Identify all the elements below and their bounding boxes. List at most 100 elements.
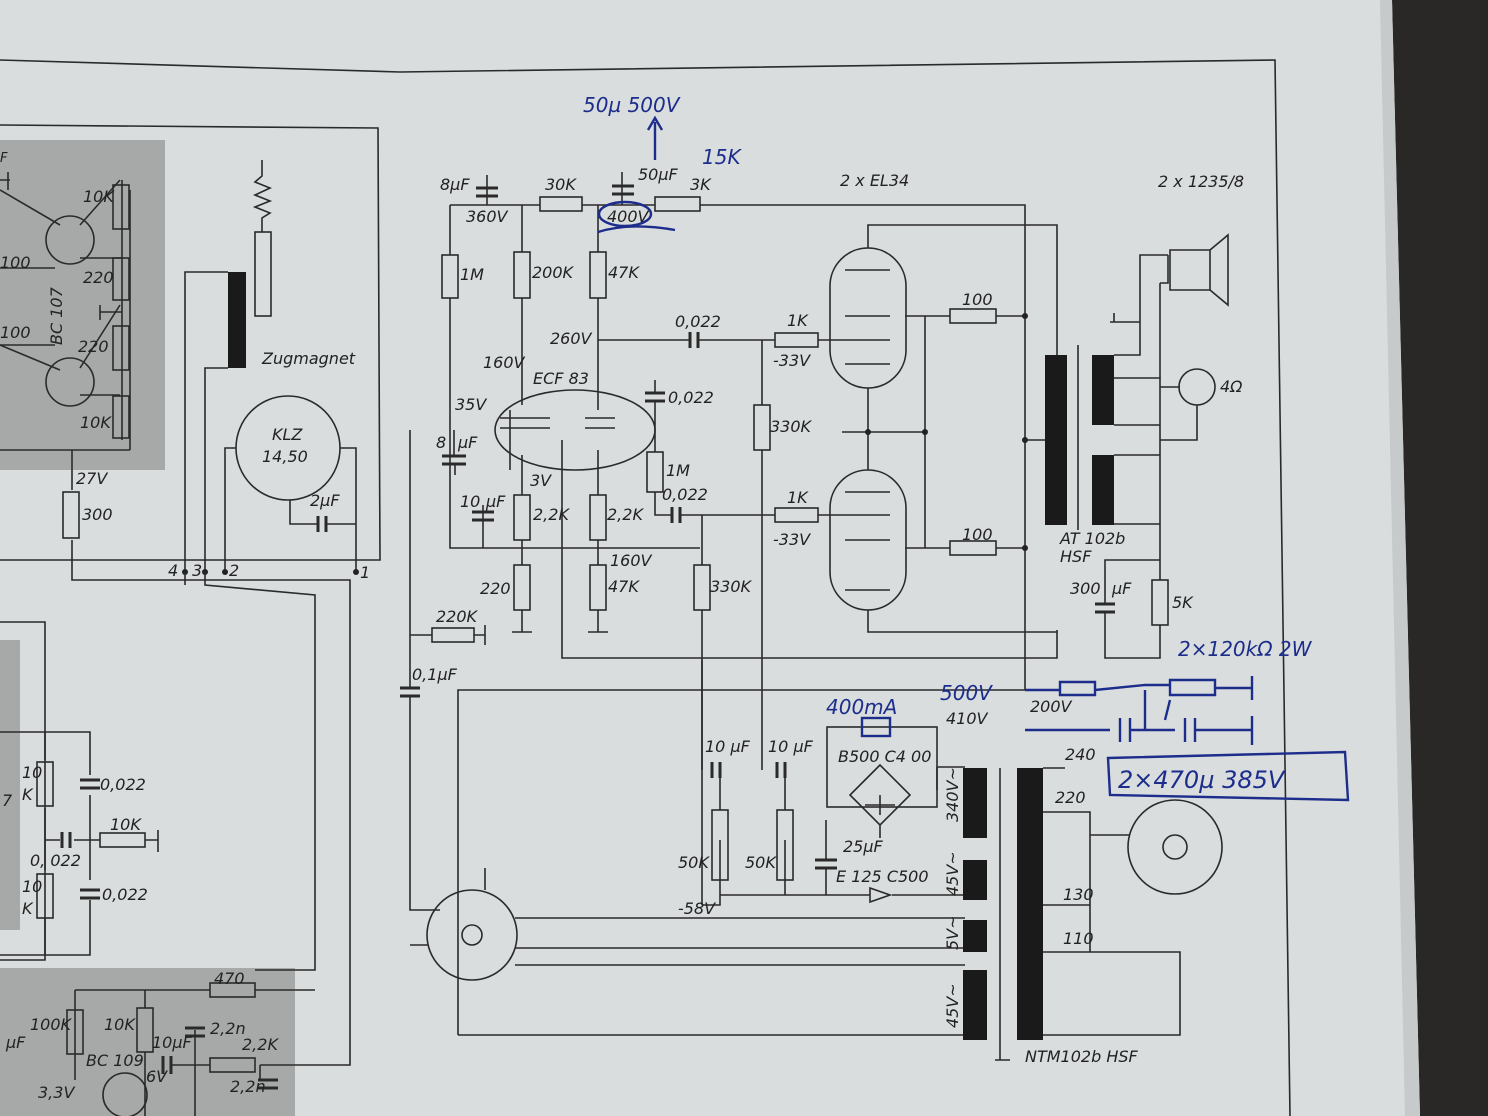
paper bbox=[0, 0, 1420, 1116]
label-l-6v: 6V bbox=[146, 1067, 168, 1086]
label-v-m33-a: -33V bbox=[773, 351, 811, 370]
label-r100-1: 100 bbox=[0, 253, 31, 272]
label-r330k-a: 330K bbox=[770, 417, 813, 436]
label-r1m-a: 1M bbox=[460, 265, 484, 284]
label-tap110: 110 bbox=[1063, 929, 1094, 948]
label-c300: 300 bbox=[1070, 579, 1101, 598]
label-r1m-b: 1M bbox=[666, 461, 690, 480]
ink-modifications bbox=[597, 115, 1350, 802]
label-c0022-c: 0,022 bbox=[662, 485, 708, 504]
label-r10k-1: 10K bbox=[83, 187, 115, 206]
label-l-7: 7 bbox=[2, 791, 13, 810]
label-r1k-a: 1K bbox=[787, 311, 809, 330]
label-l-r10-2: 10 bbox=[22, 877, 42, 896]
label-l-33v: 3,3V bbox=[38, 1083, 75, 1102]
label-tap130: 130 bbox=[1063, 885, 1094, 904]
label-c8uf-top: 8µF bbox=[440, 175, 470, 194]
label-r200k: 200K bbox=[532, 263, 575, 282]
label-v160-a: 160V bbox=[483, 353, 526, 372]
label-tap220: 220 bbox=[1055, 788, 1086, 807]
label-tap240: 240 bbox=[1065, 745, 1096, 764]
label-c8uf-b: 8 bbox=[436, 433, 446, 452]
label-r47k-b: 47K bbox=[608, 577, 640, 596]
label-p50k-a: 50K bbox=[678, 853, 710, 872]
ink-cap-mod: 50µ 500V bbox=[583, 93, 681, 117]
label-c10uf-a2: µF bbox=[485, 492, 506, 511]
label-2xel34: 2 x EL34 bbox=[840, 171, 909, 190]
label-l-r10k-b: 10K bbox=[110, 815, 142, 834]
gray-panel-top bbox=[0, 140, 165, 470]
label-l-2k2: 2,2K bbox=[242, 1035, 279, 1054]
label-v-m33-b: -33V bbox=[773, 530, 811, 549]
label-c01uf: 0,1µF bbox=[412, 665, 458, 684]
label-klz: KLZ bbox=[272, 425, 303, 444]
label-r30k: 30K bbox=[545, 175, 577, 194]
label-r100-b: 100 bbox=[962, 525, 993, 544]
ink-500v: 500V bbox=[940, 681, 993, 705]
label-l-c0022-2: 0, 022 bbox=[30, 851, 81, 870]
label-r100-a: 100 bbox=[962, 290, 993, 309]
label-r300: 300 bbox=[82, 505, 113, 524]
ink-410v: 410V bbox=[946, 709, 989, 728]
output-stage bbox=[829, 224, 1058, 633]
label-r220: 220 bbox=[480, 579, 511, 598]
label-b500: B500 C4 00 bbox=[838, 747, 931, 766]
label-27v: 27V bbox=[76, 469, 108, 488]
bc107-section bbox=[0, 172, 131, 451]
tone-network bbox=[0, 731, 159, 956]
label-bc107: BC 107 bbox=[47, 286, 66, 345]
label-v45b: 45V~ bbox=[943, 983, 962, 1028]
label-klz-val: 14,50 bbox=[262, 447, 308, 466]
ink-r-mod: 15K bbox=[702, 145, 742, 169]
label-r2k2-a: 2,2K bbox=[533, 505, 570, 524]
label-t2: 2 bbox=[229, 561, 239, 580]
label-v160-b: 160V bbox=[610, 551, 653, 570]
label-r47k-a: 47K bbox=[608, 263, 640, 282]
label-f: F bbox=[0, 151, 8, 166]
label-l-10uf: 10µF bbox=[152, 1033, 193, 1052]
label-v260: 260V bbox=[550, 329, 593, 348]
label-v340: 340V~ bbox=[943, 767, 962, 822]
label-c50uf: 50µF bbox=[638, 165, 679, 184]
label-v5: 5V~ bbox=[943, 915, 962, 950]
label-v-m58: -58V bbox=[678, 899, 716, 918]
label-ecf83: ECF 83 bbox=[533, 369, 589, 388]
preamp-wiring bbox=[400, 172, 1058, 911]
label-v400: 400V bbox=[607, 207, 650, 226]
ink-res-mod: 2×120kΩ 2W bbox=[1178, 637, 1313, 661]
label-l-c0022-1: 0,022 bbox=[100, 775, 146, 794]
bc109-section bbox=[66, 982, 315, 1116]
label-t1: 1 bbox=[360, 563, 370, 582]
label-l-100k: 100K bbox=[30, 1015, 73, 1034]
label-at102: AT 102b bbox=[1059, 529, 1125, 548]
ink-fuse: 400mA bbox=[826, 695, 897, 719]
label-r100-2: 100 bbox=[0, 323, 31, 342]
label-r220-1: 220 bbox=[83, 268, 114, 287]
label-c10uf-a: 10 bbox=[460, 492, 480, 511]
label-p50k-b: 50K bbox=[745, 853, 777, 872]
label-l-uf: µF bbox=[5, 1033, 26, 1052]
label-l-r10: 10 bbox=[22, 763, 42, 782]
ink-caps-mod: 2×470µ 385V bbox=[1118, 766, 1286, 794]
power-supply bbox=[410, 660, 1223, 1061]
label-speakers: 2 x 1235/8 bbox=[1158, 172, 1244, 191]
label-l-k1: K bbox=[22, 785, 34, 804]
label-l-470: 470 bbox=[214, 969, 245, 988]
gray-panel-mid bbox=[0, 640, 20, 930]
ink-200v: 200V bbox=[1030, 697, 1073, 716]
label-c300-2: µF bbox=[1111, 579, 1132, 598]
label-t3: 3 bbox=[192, 561, 202, 580]
label-l-2n2-a: 2,2n bbox=[210, 1019, 246, 1038]
label-hsf: HSF bbox=[1060, 547, 1092, 566]
label-r10k-2: 10K bbox=[80, 413, 112, 432]
label-bc109: BC 109 bbox=[86, 1051, 144, 1070]
label-c0022-b: 0,022 bbox=[668, 388, 714, 407]
output-transformer bbox=[1045, 233, 1229, 659]
label-r220k: 220K bbox=[436, 607, 479, 626]
label-r330k-b: 330K bbox=[710, 577, 753, 596]
label-spk4: 4Ω bbox=[1220, 377, 1243, 396]
label-l-k2: K bbox=[22, 899, 34, 918]
label-r1k-b: 1K bbox=[787, 488, 809, 507]
label-v45a: 45V~ bbox=[943, 851, 962, 896]
